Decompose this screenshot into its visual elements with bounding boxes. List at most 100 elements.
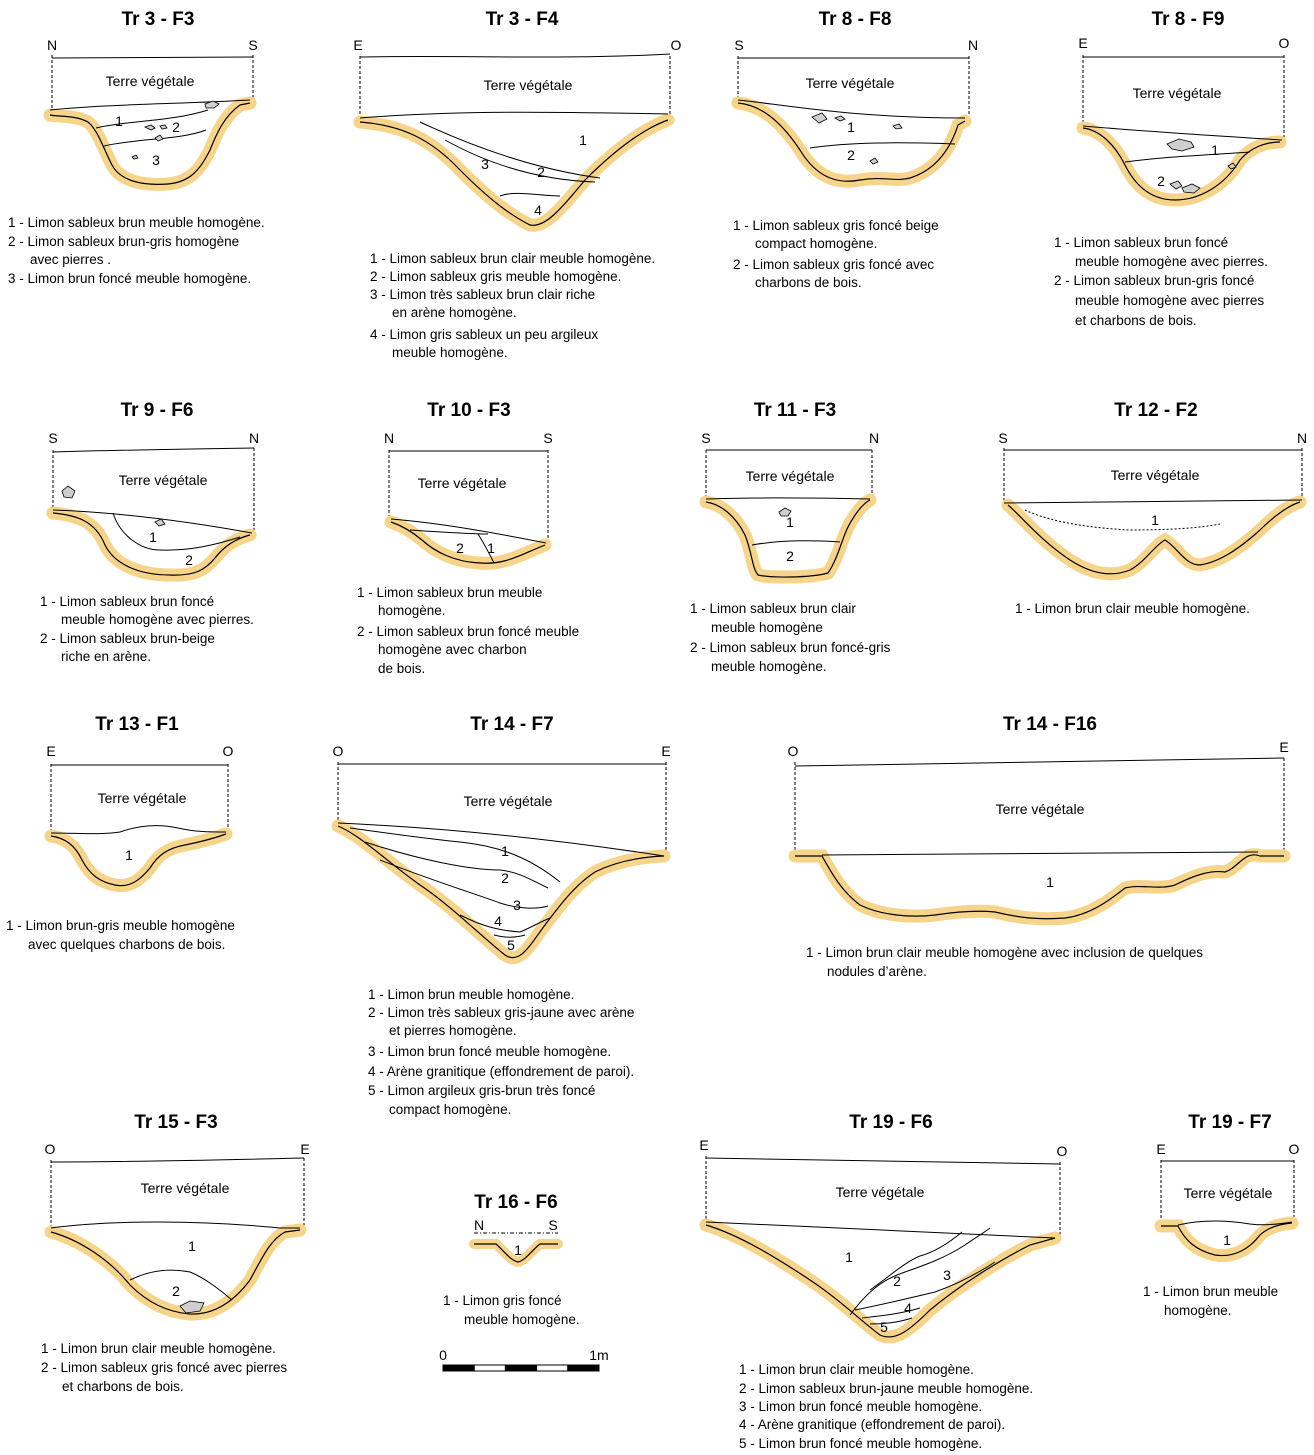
pit-edge	[52, 512, 251, 576]
layer-boundary	[129, 1269, 233, 1301]
legend-line: 1 - Limon brun-gris meuble homogène	[6, 918, 235, 933]
section-title: Tr 8 - F8	[819, 9, 892, 30]
stone-icon	[159, 124, 168, 130]
legend-line: 1 - Limon sableux brun meuble	[357, 585, 542, 600]
direction-left: S	[998, 430, 1007, 446]
legend-line: 2 - Limon sableux brun-gris foncé	[1054, 273, 1254, 288]
legend-line: 3 - Limon brun foncé meuble homogène.	[8, 271, 251, 286]
topsoil-base	[49, 99, 251, 111]
section-title: Tr 11 - F3	[754, 400, 836, 421]
section-title: Tr 19 - F6	[849, 1112, 932, 1133]
direction-right: N	[968, 37, 978, 53]
section-title: Tr 15 - F3	[134, 1112, 217, 1133]
topsoil-label: Terre végétale	[836, 1184, 925, 1200]
legend-line: meuble homogène avec pierres.	[61, 612, 254, 627]
ground-surface	[794, 757, 1285, 767]
direction-right: E	[300, 1141, 309, 1157]
layer-boundary	[364, 841, 549, 889]
layer-number: 2	[786, 548, 794, 564]
legend-line: 1 - Limon sableux brun meuble homogène.	[8, 215, 265, 230]
legend-line: 3 - Limon brun foncé meuble homogène.	[368, 1044, 611, 1059]
section-tr13-f1: Tr 13 - F1 E O Terre végétale 1 1 - Limo…	[6, 714, 235, 952]
layer-boundary	[379, 859, 549, 909]
legend-line: meuble homogène.	[711, 659, 827, 674]
section-tr8-f8: Tr 8 - F8 S N Terre végétale 1 2 1 - Lim…	[731, 9, 978, 290]
topsoil-label: Terre végétale	[106, 73, 195, 89]
legend-line: 1 - Limon brun meuble homogène.	[368, 987, 574, 1002]
topsoil-label: Terre végétale	[996, 801, 1085, 817]
topsoil-base	[337, 822, 665, 857]
topsoil-base	[705, 1221, 1056, 1239]
topsoil-label: Terre végétale	[1184, 1185, 1273, 1201]
layer-number: 1	[487, 540, 495, 556]
direction-right: N	[249, 430, 259, 446]
pit-edge	[1161, 1222, 1293, 1257]
stone-icon	[1227, 162, 1237, 170]
scale-segment	[473, 1364, 506, 1372]
stone-icon	[778, 507, 792, 517]
direction-left: E	[353, 37, 362, 53]
section-tr16-f6: Tr 16 - F6 N S 1 1 - Limon gris foncé me…	[443, 1192, 580, 1327]
topsoil-label: Terre végétale	[98, 790, 187, 806]
topsoil-base	[1177, 1220, 1293, 1226]
topsoil-base	[1082, 125, 1283, 141]
legend-line: 1 - Limon sableux brun foncé	[40, 594, 214, 609]
direction-right: O	[1057, 1143, 1068, 1159]
layer-number: 4	[534, 202, 542, 218]
legend-line: 1 - Limon sableux gris foncé beige	[733, 218, 939, 233]
layer-number: 2	[1157, 173, 1165, 189]
legend-line: 2 - Limon sableux gris meuble homogène.	[370, 269, 621, 284]
layer-boundary	[751, 540, 841, 546]
pit-edge	[359, 119, 669, 226]
pit-edge	[1082, 127, 1281, 201]
legend-line: 5 - Limon brun foncé meuble homogène.	[739, 1436, 982, 1451]
legend-line: 4 - Arène granitique (effondrement de pa…	[739, 1417, 1005, 1432]
scale-bar: 0 1m	[439, 1347, 609, 1372]
legend-line: 1 - Limon brun clair meuble homogène ave…	[806, 945, 1203, 960]
stone-icon	[892, 123, 903, 130]
legend-line: charbons de bois.	[755, 275, 862, 290]
layer-number: 1	[514, 1242, 522, 1258]
pit-edge	[49, 102, 251, 185]
stone-icon	[811, 112, 828, 124]
layer-boundary	[349, 827, 561, 883]
direction-right: O	[1279, 35, 1290, 51]
natural-substrate	[353, 113, 675, 232]
legend: 1 - Limon brun meuble homogène.	[1143, 1284, 1278, 1318]
direction-right: S	[248, 37, 257, 53]
layer-boundary	[869, 1317, 913, 1325]
layer-number: 1	[1046, 874, 1054, 890]
legend: 1 - Limon sableux gris foncé beige compa…	[733, 218, 939, 290]
legend: 1 - Limon sableux brun meuble homogène. …	[8, 215, 265, 286]
pit-edge	[705, 499, 871, 578]
layer-number: 5	[507, 937, 515, 953]
pit-edge	[795, 854, 1284, 920]
layer-boundary-dashed	[1024, 509, 1221, 531]
layer-boundary	[444, 139, 596, 183]
layer-number: 2	[185, 552, 193, 568]
layer-boundary	[112, 512, 241, 551]
topsoil-label: Terre végétale	[484, 77, 573, 93]
direction-left: S	[701, 430, 710, 446]
legend-line: compact homogène.	[389, 1102, 511, 1117]
section-tr14-f16: Tr 14 - F16 O E Terre végétale 1 1 - Lim…	[788, 714, 1291, 979]
legend-line: avec quelques charbons de bois.	[28, 937, 225, 952]
stone-icon	[154, 134, 164, 142]
layer-number: 1	[149, 529, 157, 545]
section-tr19-f7: Tr 19 - F7 E O Terre végétale 1 1 - Limo…	[1143, 1112, 1300, 1318]
section-tr9-f6: Tr 9 - F6 S N Terre végétale 1 2 1 - Lim…	[40, 400, 259, 664]
section-title: Tr 12 - F2	[1114, 400, 1197, 421]
stone-icon	[61, 485, 76, 499]
direction-left: O	[333, 743, 344, 759]
legend-line: meuble homogène.	[464, 1312, 580, 1327]
direction-right: S	[543, 430, 552, 446]
layer-boundary	[95, 109, 209, 129]
legend-line: meuble homogène.	[392, 345, 508, 360]
section-title: Tr 19 - F7	[1188, 1112, 1271, 1133]
stone-icon	[869, 157, 879, 165]
layer-number: 3	[481, 156, 489, 172]
legend-line: 1 - Limon sableux brun foncé	[1054, 235, 1228, 250]
stone-icon	[179, 1300, 205, 1314]
stone-icon	[1166, 138, 1195, 152]
stone-icon	[1169, 180, 1183, 190]
